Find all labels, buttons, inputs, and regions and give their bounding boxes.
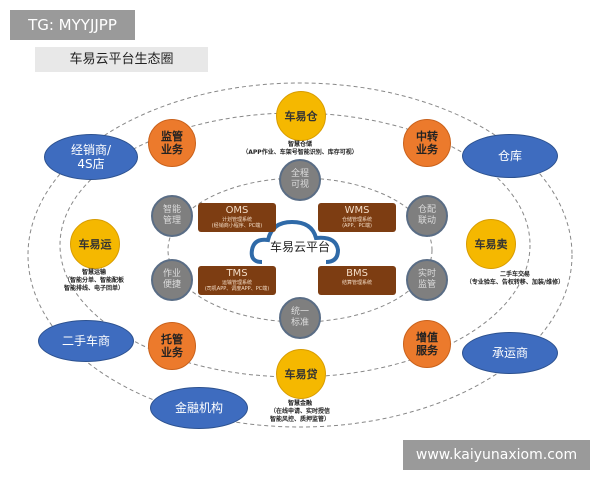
watermark: www.kaiyunaxiom.com <box>403 440 590 470</box>
partner-finance: 金融机构 <box>150 387 248 429</box>
service-custody: 托管业务 <box>148 322 196 370</box>
product-transport-caption: 智慧运输（智能分单、智能配板智能排线、电子回单） <box>63 269 124 292</box>
product-loan-caption: 智慧金融（在线申请、实时授信智能风控、质押监管） <box>269 400 330 423</box>
feature-visibility: 全程可视 <box>279 159 321 201</box>
partner-warehouse: 仓库 <box>462 134 558 178</box>
feature-convenience: 作业便捷 <box>151 259 193 301</box>
partner-carrier: 承运商 <box>462 332 558 374</box>
product-warehouse-caption: 智慧仓储（APP作业、车架号智能识别、库存可视） <box>242 141 358 156</box>
partner-dealer: 经销商/4S店 <box>44 134 138 180</box>
center-platform-label: 车易云平台 <box>269 240 330 254</box>
product-sale: 车易卖 <box>466 219 516 269</box>
product-transport: 车易运 <box>70 219 120 269</box>
service-transfer: 中转业务 <box>403 119 451 167</box>
page-title: 车易云平台生态圈 <box>35 47 208 72</box>
product-warehouse: 车易仓 <box>276 91 326 141</box>
tag-label: TG: MYYJJPP <box>10 10 135 40</box>
feature-realtime: 实时监管 <box>406 259 448 301</box>
feature-standard: 统一标准 <box>279 297 321 339</box>
cloud-icon <box>249 219 341 264</box>
product-loan: 车易贷 <box>276 349 326 399</box>
partner-used-car-dealer: 二手车商 <box>38 320 134 362</box>
service-supervision: 监管业务 <box>148 119 196 167</box>
feature-smart-management: 智能管理 <box>151 195 193 237</box>
feature-warehouse-linkage: 仓配联动 <box>406 195 448 237</box>
service-value-added: 增值服务 <box>403 320 451 368</box>
product-sale-caption: 二手车交易（专业验车、告权转移、加装/维修） <box>465 271 565 286</box>
